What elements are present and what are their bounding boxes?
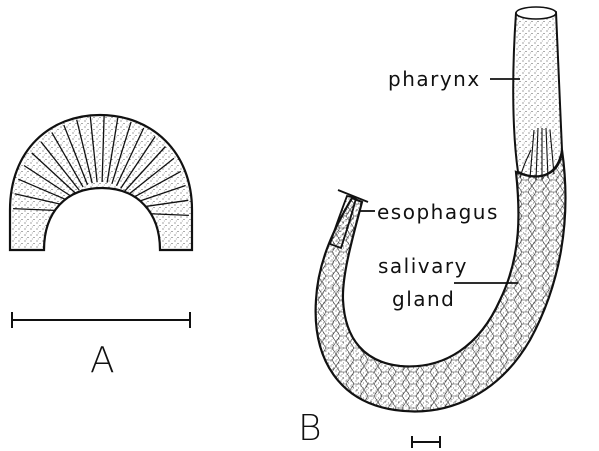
salivary-gland-structure bbox=[316, 150, 566, 411]
panel-letter-a: A bbox=[90, 340, 115, 381]
scale-bar-b bbox=[412, 436, 440, 448]
scale-bar-a bbox=[12, 312, 190, 328]
leader-lines bbox=[360, 79, 520, 283]
panel-b: pharynx esophagus salivary gland B bbox=[298, 7, 565, 449]
label-salivary: salivary bbox=[378, 254, 468, 278]
panel-a: A bbox=[10, 115, 192, 381]
label-esophagus: esophagus bbox=[377, 200, 499, 224]
cross-section-ring bbox=[10, 115, 192, 250]
label-gland: gland bbox=[392, 287, 455, 311]
pharynx-structure bbox=[513, 7, 562, 180]
label-pharynx: pharynx bbox=[388, 67, 481, 91]
panel-letter-b: B bbox=[298, 408, 322, 449]
